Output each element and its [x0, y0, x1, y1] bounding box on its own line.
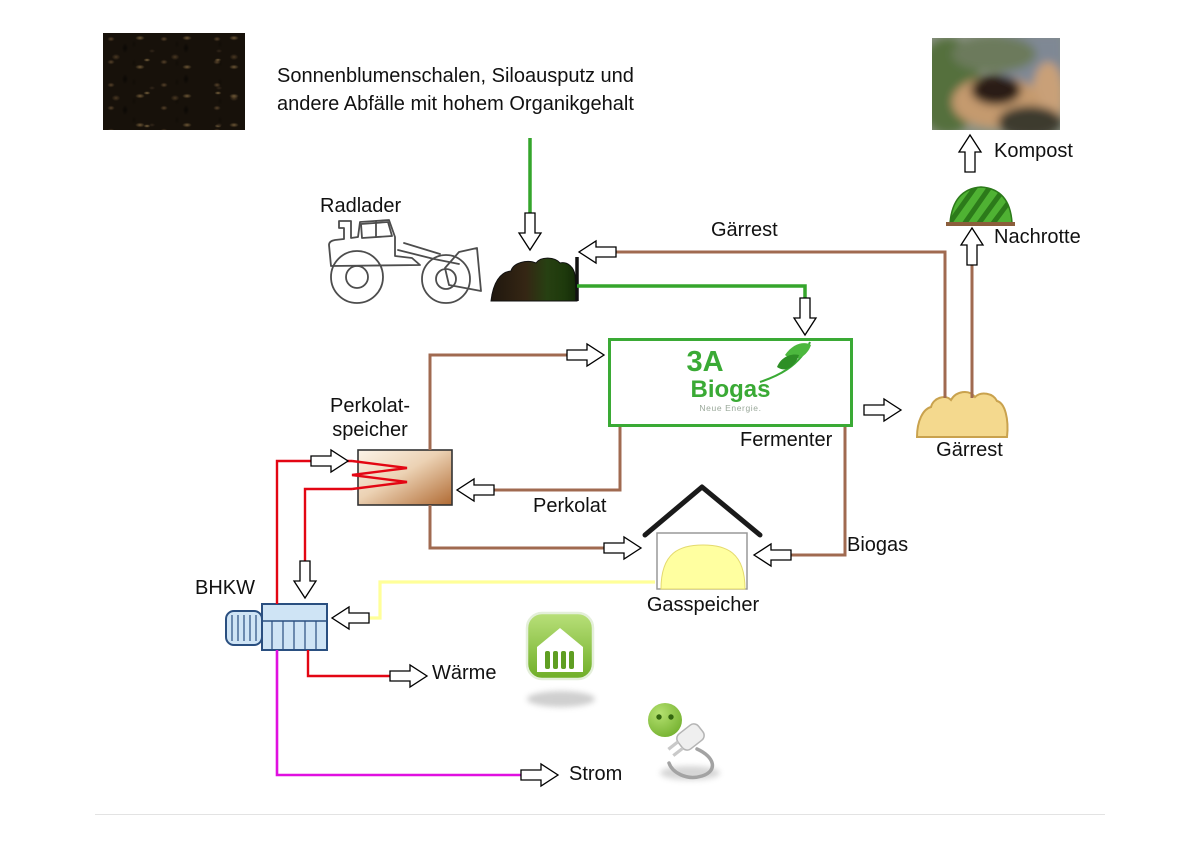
kompost-label: Kompost [994, 140, 1073, 162]
line-perkolat-return [493, 427, 622, 492]
kompost-photo [932, 38, 1060, 130]
line-tank-gas-to-storage [428, 505, 605, 550]
gaerrest-store-label: Gärrest [936, 439, 1003, 461]
arrow-gas-to-storage [603, 536, 642, 560]
leaf-icon [759, 341, 811, 383]
feedstock-pile-icon [490, 257, 579, 302]
line-perkolat-to-fermenter [428, 353, 568, 450]
arrow-to-kompost [958, 134, 982, 173]
feedstock-description-line1: Sonnenblumenschalen, Siloausputz und [277, 65, 634, 87]
logo-name: Biogas [690, 376, 771, 403]
arrow-heat-return [293, 560, 317, 599]
arrow-heat-to-tank [310, 449, 349, 473]
perkolatspeicher-label: Perkolat- speicher [318, 394, 422, 442]
perkolatspeicher-label-line1: Perkolat- [329, 395, 411, 417]
perkolat-label: Perkolat [533, 495, 607, 517]
fermenter-label: Fermenter [740, 429, 833, 451]
gas-storage-icon [642, 484, 763, 590]
fermenter-box: 3A Biogas Neue Energie. [608, 338, 853, 427]
arrow-perkolat-return [456, 478, 495, 502]
arrow-fermenter-to-gaerrest [863, 398, 902, 422]
logo-mark: 3A [686, 346, 724, 378]
arrow-gaerrest-return [578, 240, 617, 264]
heating-coil [351, 459, 408, 491]
sunflower-husks-photo [103, 33, 245, 130]
arrow-gas-to-bhkw [331, 606, 370, 630]
power-plug-icon [648, 703, 720, 780]
perkolatspeicher-label-line2: speicher [332, 419, 408, 441]
digestate-pile-icon [915, 391, 1009, 438]
line-heat-return [303, 487, 352, 562]
radlader-label: Radlader [320, 195, 402, 217]
bhkw-label: BHKW [195, 577, 255, 599]
line-gas-to-bhkw [368, 580, 655, 620]
arrow-to-nachrotte [960, 227, 984, 266]
compost-windrow-icon [946, 186, 1015, 226]
biogas-logo: 3A Biogas Neue Energie. [661, 341, 811, 413]
chp-engine-icon [225, 603, 328, 651]
wheel-loader-icon [328, 219, 482, 304]
gasspeicher-label: Gasspeicher [646, 594, 760, 616]
heated-house-icon [525, 611, 595, 707]
arrow-waerme-out [389, 664, 428, 688]
gaerrest-return-label: Gärrest [711, 219, 778, 241]
strom-label: Strom [569, 763, 623, 785]
feedstock-description-line2: andere Abfälle mit hohem Organikgehalt [277, 93, 634, 115]
logo-tagline: Neue Energie. [699, 403, 762, 413]
biogas-label: Biogas [847, 534, 909, 556]
line-strom-out [275, 650, 522, 777]
arrow-perkolat-to-fermenter [566, 343, 605, 367]
waerme-label: Wärme [432, 662, 497, 684]
arrow-biogas-to-storage [753, 543, 792, 567]
feedstock-description: Sonnenblumenschalen, Siloausputz und and… [277, 62, 634, 118]
page-bottom-rule [95, 814, 1105, 815]
line-biogas-to-storage [790, 427, 847, 557]
arrow-strom-out [520, 763, 559, 787]
line-gaerrest-return [614, 250, 947, 398]
arrow-feedstock-down [518, 212, 542, 251]
line-feed-to-fermenter [577, 284, 807, 299]
arrow-feed-to-fermenter [793, 297, 817, 336]
line-waerme-out [306, 650, 392, 678]
kompost-photo-art [932, 38, 1060, 130]
nachrotte-label: Nachrotte [994, 226, 1081, 248]
